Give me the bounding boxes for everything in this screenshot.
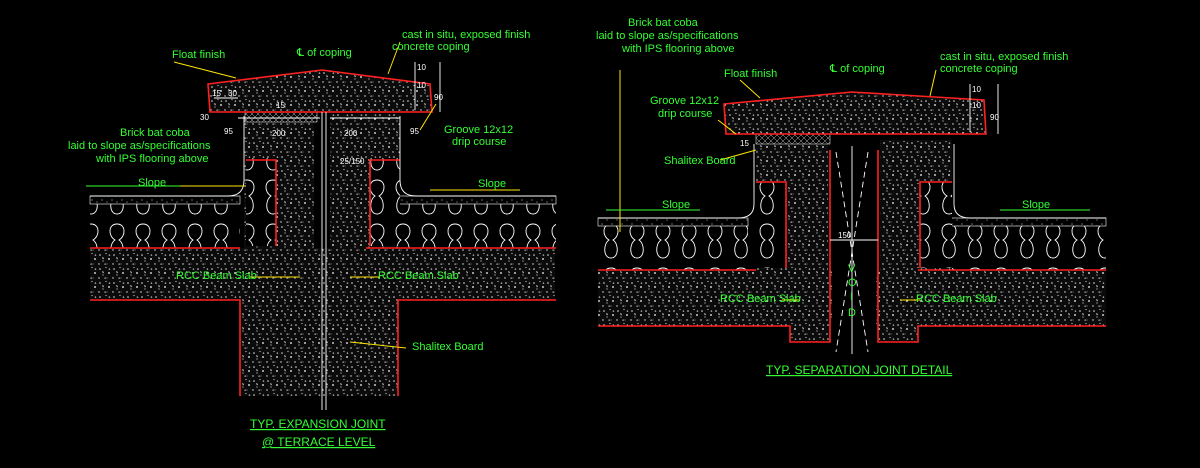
r-rcc-label-left: RCC Beam Slab (720, 293, 801, 305)
rcc-label-left: RCC Beam Slab (176, 270, 257, 282)
dim-95a: 95 (224, 127, 233, 136)
r-groove-label: Groove 12x12 (650, 95, 719, 107)
r-brick-bat-label-1: Brick bat coba (628, 17, 699, 29)
expansion-joint-title-1: TYP. EXPANSION JOINT (250, 417, 386, 431)
void-i: I (850, 291, 853, 303)
upstand-brick-r-left (756, 182, 786, 268)
dim-200b: 200 (344, 129, 358, 138)
coping-left (208, 70, 432, 112)
dim-200a: 200 (272, 129, 286, 138)
cl-coping-label: ℄ of coping (296, 47, 352, 59)
dim-95b: 95 (410, 127, 419, 136)
r-cast-in-situ-label: cast in situ, exposed finish (940, 51, 1068, 63)
r-rcc-label-right: RCC Beam Slab (916, 293, 997, 305)
screed-left (89, 195, 241, 205)
r-cl-coping-label: ℄ of coping (829, 63, 885, 75)
shalitex-label: Shalitex Board (412, 341, 484, 353)
dim-15b: 15 (276, 101, 285, 110)
slope-label-right: Slope (478, 178, 506, 190)
brick-bat-label-3: with IPS flooring above (95, 153, 209, 165)
expansion-joint-detail: Float finish ℄ of coping cast in situ, e… (68, 29, 557, 449)
brickbat-fill-r-left (598, 226, 748, 270)
coping-hatch-left (244, 111, 318, 123)
rcc-beam-left (240, 296, 398, 396)
brick-bat-label-1: Brick bat coba (120, 127, 191, 139)
r-shalitex-label: Shalitex Board (664, 155, 736, 167)
upstand-brick-r-right (920, 182, 952, 268)
dim-10: 10 (417, 63, 426, 72)
r-dim-10: 10 (972, 85, 981, 94)
dim-90: 90 (434, 93, 443, 102)
dim-15: 15 (212, 89, 221, 98)
void-d: D (848, 307, 856, 319)
void-o: O (848, 277, 857, 289)
coping-right (724, 92, 986, 134)
drip-course-label: drip course (452, 136, 506, 148)
rcc-slab-r-left (598, 270, 832, 326)
coping-hatch-right (755, 133, 831, 145)
rcc-beam-r-left (790, 322, 830, 342)
r-brick-bat-label-2: laid to slope as/specifications (596, 30, 739, 42)
rcc-label-right: RCC Beam Slab (378, 270, 459, 282)
upstand-brick-left (246, 158, 276, 246)
expansion-joint-title-2: @ TERRACE LEVEL (262, 435, 376, 449)
r-dim-90: 90 (990, 113, 999, 122)
concrete-coping-label: concrete coping (392, 41, 470, 53)
r-brick-bat-label-3: with IPS flooring above (621, 43, 735, 55)
upstand-brick-right (370, 158, 400, 246)
r-dim-15: 15 (740, 139, 749, 148)
cast-in-situ-label: cast in situ, exposed finish (402, 29, 530, 41)
groove-label: Groove 12x12 (444, 124, 513, 136)
r-slope-label-left: Slope (662, 199, 690, 211)
r-concrete-coping-label: concrete coping (940, 63, 1018, 75)
dim-30a: 30 (228, 89, 237, 98)
rcc-slab-r-right (876, 270, 1106, 326)
float-finish-label: Float finish (172, 49, 225, 61)
rcc-slab-left (90, 248, 555, 300)
separation-joint-detail: Brick bat coba laid to slope as/specific… (596, 17, 1107, 377)
brickbat-fill-left (90, 202, 240, 248)
void-v: V (848, 263, 856, 275)
dim-25-150: 25/150 (340, 157, 365, 166)
r-dim-10b: 10 (972, 101, 981, 110)
slope-label-left: Slope (138, 177, 166, 189)
separation-joint-title: TYP. SEPARATION JOINT DETAIL (766, 363, 953, 377)
dim-30b: 30 (200, 113, 209, 122)
r-drip-course-label: drip course (658, 108, 712, 120)
rcc-beam-r-right (878, 322, 918, 342)
r-float-finish-label: Float finish (724, 68, 777, 80)
dim-10b: 10 (417, 81, 426, 90)
brick-bat-label-2: laid to slope as/specifications (68, 140, 211, 152)
r-dim-150: 150 (838, 231, 852, 240)
r-slope-label-right: Slope (1022, 199, 1050, 211)
